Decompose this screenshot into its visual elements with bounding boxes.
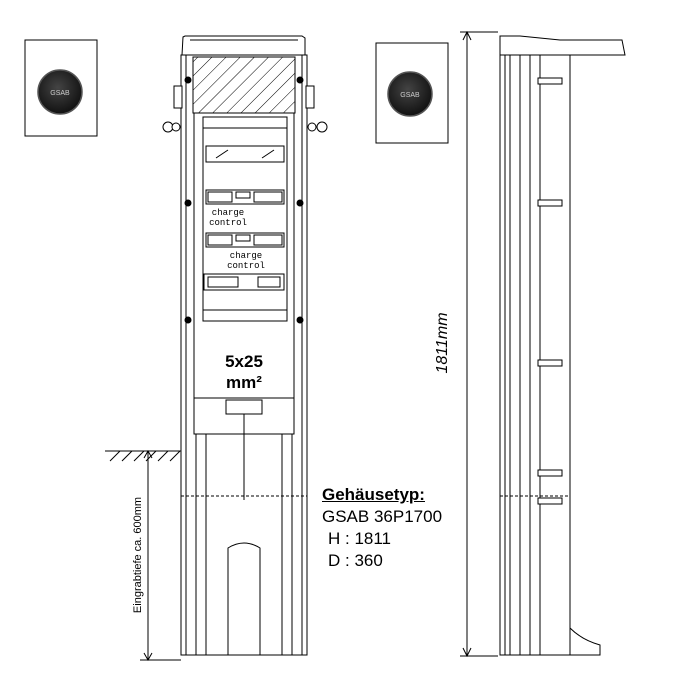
module-2-label-line2: control: [227, 261, 265, 271]
front-view: [162, 35, 328, 656]
side-view: [499, 35, 626, 656]
burial-depth-label: Eingrabtiefe ca. 600mm: [132, 497, 144, 613]
cable-spec-line2: mm²: [226, 373, 262, 392]
button-detail-right: GSAB: [375, 42, 449, 144]
height-dimension-label: 1811mm: [434, 312, 451, 373]
button-detail-left: GSAB: [24, 39, 98, 137]
ground-line: [105, 450, 181, 462]
logo-text: GSAB: [50, 90, 70, 97]
height-dimension: [460, 30, 498, 658]
module-1-label-line1: charge: [212, 208, 244, 218]
gsab-logo-icon: [387, 71, 433, 117]
gsab-logo-icon: [37, 69, 83, 115]
spec-model: GSAB 36P1700: [322, 507, 443, 526]
spec-title: Gehäusetyp:: [322, 485, 425, 504]
spec-diameter: D : 360: [328, 551, 383, 570]
spec-height: H : 1811: [328, 529, 392, 548]
module-2-label-line1: charge: [230, 251, 262, 261]
housing-spec: Gehäusetyp: GSAB 36P1700 H : 1811 D : 36…: [322, 484, 442, 572]
module-1-label-line2: control: [209, 218, 247, 228]
burial-depth-dimension: [140, 449, 181, 662]
cable-spec-line1: 5x25: [225, 352, 263, 371]
logo-text: GSAB: [400, 92, 420, 99]
